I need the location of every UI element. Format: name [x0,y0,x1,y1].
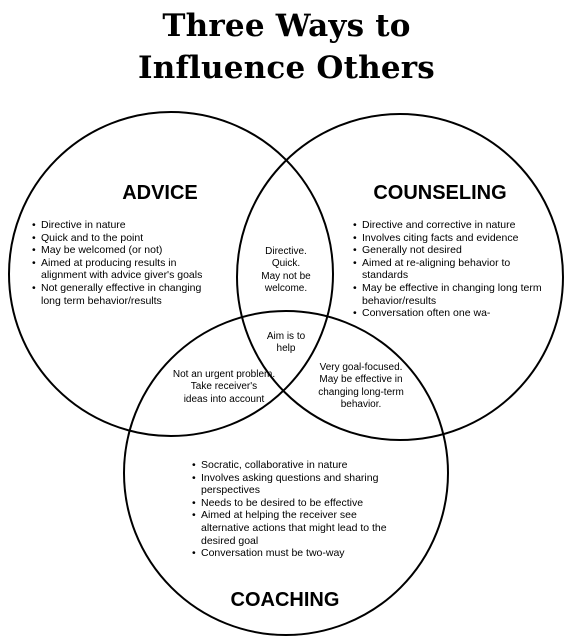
counseling-heading: COUNSELING [373,182,507,204]
list-item: Socratic, collaborative in nature [192,459,402,472]
counseling-circle [236,113,564,441]
list-item: Aimed at producing results in alignment … [32,257,218,282]
coaching-circle [123,310,449,636]
counseling-coaching-overlap-text: Very goal-focused. May be effective in c… [318,362,404,411]
advice-heading: ADVICE [122,182,198,204]
list-item: Quick and to the point [32,232,218,245]
list-item: Directive in nature [32,219,218,232]
list-item: Conversation must be two-way [192,547,402,560]
list-item: Involves citing facts and evidence [353,232,543,245]
list-item: Directive and corrective in nature [353,219,543,232]
list-item: Aimed at helping the receiver see altern… [192,509,402,547]
advice-coaching-overlap-text: Not an urgent problem. Take receiver's i… [172,369,276,405]
page-title-line-1: Three Ways to [162,8,411,44]
list-item: Generally not desired [353,244,543,257]
center-overlap-text: Aim is to help [266,331,306,355]
list-item: Aimed at re-aligning behavior to standar… [353,257,543,282]
page-title-line-2: Influence Others [138,50,435,86]
list-item: Not generally effective in changing long… [32,282,218,307]
advice-counseling-overlap-text: Directive. Quick. May not be welcome. [261,246,311,295]
list-item: May be welcomed (or not) [32,244,218,257]
coaching-list: Socratic, collaborative in nature Involv… [192,459,402,560]
advice-circle [8,111,334,437]
list-item: Needs to be desired to be effective [192,497,402,510]
counseling-list: Directive and corrective in nature Invol… [353,219,543,320]
coaching-heading: COACHING [230,589,340,611]
list-item: May be effective in changing long term b… [353,282,543,307]
list-item: Conversation often one wa- [353,307,543,320]
list-item: Involves asking questions and sharing pe… [192,472,402,497]
advice-list: Directive in nature Quick and to the poi… [32,219,218,307]
